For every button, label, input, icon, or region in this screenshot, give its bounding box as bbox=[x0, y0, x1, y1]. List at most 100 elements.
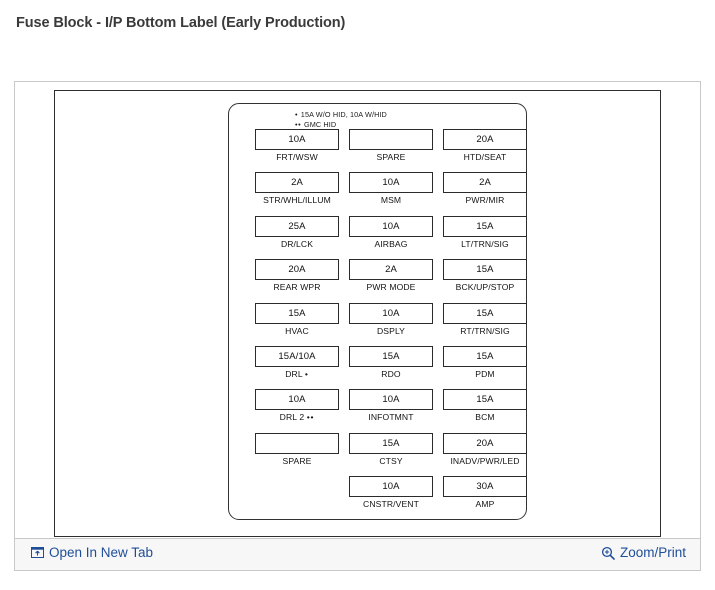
fuse-circuit-text: DRL 2 bbox=[279, 412, 307, 423]
fuse-circuit-label: FRT/WSW bbox=[276, 152, 318, 162]
fuse-rating-box: 15A bbox=[349, 346, 433, 367]
fuse-rating-box: 15A/10A bbox=[255, 346, 339, 367]
fuse-circuit-label: REAR WPR bbox=[273, 282, 321, 293]
fuse-rating-box: 15A bbox=[443, 215, 527, 237]
fuse-circuit-label: SPARE bbox=[282, 455, 312, 466]
viewer-toolbar: Open In New Tab Zoom/Print bbox=[15, 538, 700, 570]
legend-notes: • 15A W/O HID, 10A W/HID•• GMC HID bbox=[295, 110, 387, 129]
fuse-note-marker: •• bbox=[306, 412, 315, 423]
fuse-circuit-label: DSPLY bbox=[376, 325, 406, 336]
fuse-rating-box: 15A bbox=[255, 302, 339, 324]
fuse-circuit-label: CTSY bbox=[379, 455, 403, 466]
magnifier-plus-icon bbox=[601, 546, 615, 560]
fuse-circuit-label: SPARE bbox=[376, 152, 406, 162]
fuse-circuit-label: CNSTR/VENT bbox=[363, 499, 419, 510]
fuse-circuit-text: DRL bbox=[285, 369, 305, 379]
open-in-new-tab-link[interactable]: Open In New Tab bbox=[31, 546, 153, 560]
fuse-circuit-label: HVAC bbox=[285, 325, 309, 336]
fuse-circuit-label: PWR MODE bbox=[366, 282, 416, 293]
fuse-circuit-label: PDM bbox=[475, 369, 495, 379]
fuse-rating-box: 15A bbox=[443, 259, 527, 281]
fuse-rating-box: 15A bbox=[443, 302, 527, 324]
fuse-rating-box: 10A bbox=[255, 389, 339, 411]
fuse-cell: 15A/10A DRL • bbox=[255, 346, 339, 386]
fuse-circuit-label: AIRBAG bbox=[374, 238, 408, 249]
legend-text: GMC HID bbox=[303, 119, 337, 129]
fuse-rating-box: 10A bbox=[349, 302, 433, 324]
fuse-circuit-label: INADV/PWR/LED bbox=[450, 455, 520, 466]
fuse-rating-box: 15A bbox=[443, 346, 527, 367]
fuse-rating-box: 2A bbox=[349, 259, 433, 281]
fuse-circuit-label: AMP bbox=[475, 499, 495, 510]
open-in-new-tab-label: Open In New Tab bbox=[49, 545, 154, 560]
zoom-print-label: Zoom/Print bbox=[619, 545, 686, 561]
fuse-circuit-label: DR/LCK bbox=[280, 238, 314, 249]
fuse-rating-box: 20A bbox=[443, 432, 527, 454]
fuse-circuit-label: MSM bbox=[380, 195, 402, 206]
fuse-cell: 10A FRT/WSW bbox=[255, 129, 339, 169]
fuse-rating-box: 10A bbox=[349, 215, 433, 237]
fuse-cell: 20A HTD/SEAT bbox=[443, 129, 527, 169]
fuse-rating-box: 2A bbox=[443, 172, 527, 194]
fuse-rating-box: 15A bbox=[349, 432, 433, 454]
legend-marker: • bbox=[295, 110, 301, 119]
fuse-rating-box: 30A bbox=[443, 476, 527, 498]
page-title: Fuse Block - I/P Bottom Label (Early Pro… bbox=[16, 15, 346, 31]
fuse-circuit-label: BCM bbox=[475, 412, 495, 423]
fuse-circuit-label: DRL • bbox=[255, 369, 339, 379]
fuse-rating-box: 25A bbox=[255, 215, 339, 237]
legend-marker: •• bbox=[295, 119, 304, 129]
fuse-circuit-label: DRL 2 •• bbox=[255, 412, 339, 422]
fuse-circuit-label: RT/TRN/SIG bbox=[460, 325, 510, 336]
fuse-rating-box: 10A bbox=[349, 476, 433, 498]
fuse-circuit-label: BCK/UP/STOP bbox=[455, 282, 515, 293]
fuse-circuit-label: RDO bbox=[381, 369, 401, 379]
zoom-print-link[interactable]: Zoom/Print bbox=[601, 546, 686, 560]
fuse-rating-box: 10A bbox=[255, 129, 339, 150]
fuse-circuit-label: PWR/MIR bbox=[465, 195, 505, 206]
legend-note: • 15A W/O HID, 10A W/HID bbox=[295, 110, 387, 120]
fuse-circuit-label: STR/WHL/ILLUM bbox=[263, 195, 331, 206]
external-link-icon bbox=[31, 546, 44, 559]
legend-note: •• GMC HID bbox=[295, 120, 387, 130]
fuse-cell: 15A RDO bbox=[349, 346, 433, 386]
fuse-circuit-label: LT/TRN/SIG bbox=[461, 238, 509, 249]
fuse-rating-box: 10A bbox=[349, 389, 433, 411]
fuse-cell: 15A PDM bbox=[443, 346, 527, 386]
fuse-rating-box: 20A bbox=[443, 129, 527, 150]
fuse-rating-box: 15A bbox=[443, 389, 527, 411]
fuse-empty-box bbox=[255, 432, 339, 454]
fuse-empty-box bbox=[349, 129, 433, 150]
fuse-circuit-label: INFOTMNT bbox=[368, 412, 414, 423]
fuse-cell: SPARE bbox=[349, 129, 433, 169]
fuse-circuit-label: HTD/SEAT bbox=[463, 152, 507, 162]
fuse-cell: SPARE bbox=[255, 432, 339, 473]
legend-text: 15A W/O HID, 10A W/HID bbox=[300, 110, 387, 119]
fuse-rating-box: 2A bbox=[255, 172, 339, 194]
fuse-note-marker: • bbox=[304, 369, 309, 379]
fuse-rating-box: 20A bbox=[255, 259, 339, 281]
